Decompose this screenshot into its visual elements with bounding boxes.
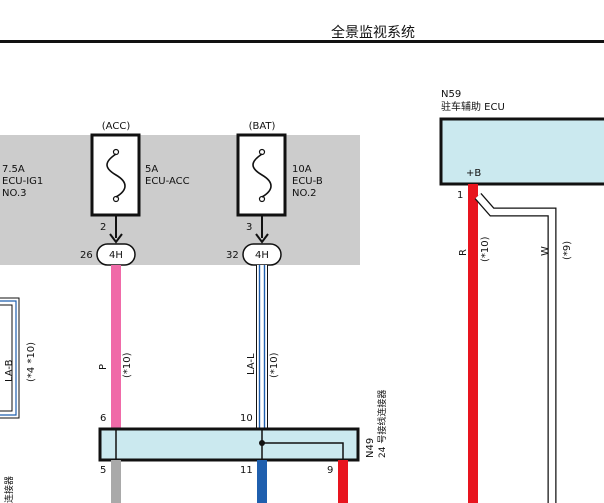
wire-r-code: R (458, 249, 469, 256)
header-title: 全景监视系统 (331, 24, 415, 41)
fuse-bat-symbol (252, 148, 272, 203)
n59-pin-1: 1 (457, 190, 463, 201)
left-fuse-name: ECU-IG1 (2, 176, 43, 187)
fuse-bat-rating: 10A (292, 164, 312, 175)
n49-pin-6: 6 (100, 413, 106, 424)
wire-out-pin11 (257, 460, 267, 503)
wire-la-l (256, 265, 268, 429)
wire-p (111, 265, 121, 429)
fuse-acc-supply: (ACC) (102, 121, 131, 132)
n59-desc: 驻车辅助 ECU (441, 100, 505, 113)
left-fuse-rating: 7.5A (2, 164, 25, 175)
n49-pin-5: 5 (100, 465, 106, 476)
fuse-acc-rating: 5A (145, 164, 158, 175)
wire-r-note: (*10) (480, 236, 491, 262)
fuse-bat-pin: 3 (246, 222, 252, 233)
wire-la-l-note: (*10) (269, 352, 280, 378)
wire-out-pin5 (111, 460, 121, 503)
fuse-acc-name: ECU-ACC (145, 176, 190, 187)
n49-id: N49 (365, 438, 376, 458)
fuse-panel (0, 135, 360, 265)
n49-splice-dot (259, 440, 265, 446)
n49-bus-link (262, 442, 344, 460)
fuse-acc-symbol (106, 148, 126, 203)
wire-p-code: P (98, 364, 109, 370)
fuse-bat-terminal-number: 32 (226, 250, 239, 261)
fuse-acc-pin: 2 (100, 222, 106, 233)
n49-pin-11: 11 (240, 465, 253, 476)
fuse-acc-arrow (109, 233, 123, 244)
left-connector-label: 连接器 (3, 476, 15, 503)
connector-4h-bat-label: 4H (255, 250, 269, 261)
wire-la-b-code: LA-B (4, 359, 15, 382)
fuse-bat-supply: (BAT) (249, 121, 276, 132)
wire-w-code: W (540, 246, 551, 256)
wire-la-l-code: LA-L (246, 353, 257, 375)
n59-ecu-box (439, 117, 604, 186)
fuse-bat-arrow (255, 233, 269, 244)
fuse-acc-terminal-number: 26 (80, 250, 93, 261)
header-rule (0, 40, 604, 43)
n49-pin-10: 10 (240, 413, 253, 424)
wire-la-b-note: (*4 *10) (26, 342, 37, 382)
wire-w (474, 193, 557, 503)
n59-terminal: +B (466, 168, 481, 179)
n49-desc: 24 号接线连接器 (376, 390, 388, 458)
wire-r (468, 184, 478, 503)
wire-out-pin9 (338, 460, 348, 503)
n49-connector-box (98, 427, 360, 462)
wire-p-note: (*10) (122, 352, 133, 378)
n49-pin-9: 9 (327, 465, 333, 476)
left-fuse-name2: NO.3 (2, 188, 27, 199)
fuse-bat-name2: NO.2 (292, 188, 317, 199)
n59-id: N59 (441, 89, 461, 100)
wire-la-b (0, 297, 20, 419)
wire-w-note: (*9) (562, 241, 573, 260)
connector-4h-acc-label: 4H (109, 250, 123, 261)
fuse-bat-name: ECU-B (292, 176, 323, 187)
